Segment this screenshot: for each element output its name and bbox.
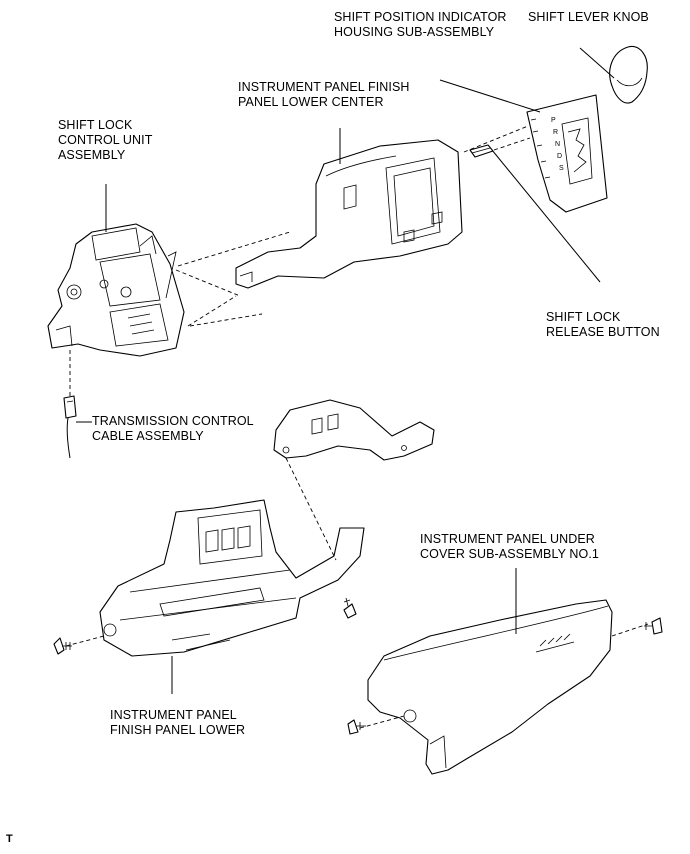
- leader-lines: [76, 47, 615, 694]
- upper-bracket-part: [273, 399, 435, 461]
- label-shift-lock-release-button: SHIFT LOCK RELEASE BUTTON: [546, 310, 660, 339]
- indicator-letter: N: [555, 141, 560, 148]
- screw-left: [53, 637, 72, 655]
- indicator-letters: P R N D S: [551, 117, 564, 172]
- label-shift-lever-knob: SHIFT LEVER KNOB: [528, 10, 649, 24]
- transmission-control-cable-part: [63, 395, 77, 459]
- shift-lever-knob-part: [609, 46, 648, 104]
- label-finish-panel-lower: INSTRUMENT PANEL FINISH PANEL LOWER: [110, 708, 246, 737]
- shift-lock-control-unit-part: [47, 223, 185, 357]
- screw-right: [644, 617, 663, 635]
- label-shift-lock-control-unit: SHIFT LOCK CONTROL UNIT ASSEMBLY: [58, 118, 153, 162]
- label-transmission-control-cable: TRANSMISSION CONTROL CABLE ASSEMBLY: [92, 414, 254, 443]
- indicator-letter: D: [557, 153, 562, 160]
- shift-lock-release-button-part: [469, 144, 494, 158]
- screw-bottom: [347, 719, 366, 735]
- shift-indicator-housing-part: [526, 94, 608, 213]
- indicator-letter: S: [559, 165, 564, 172]
- label-shift-position-indicator: SHIFT POSITION INDICATOR HOUSING SUB-ASS…: [334, 10, 507, 39]
- finish-panel-lower-part: [99, 499, 365, 657]
- indicator-letter: P: [551, 117, 556, 124]
- finish-panel-lower-center-part: [235, 139, 463, 289]
- label-under-cover-no1: INSTRUMENT PANEL UNDER COVER SUB-ASSEMBL…: [420, 532, 599, 561]
- label-finish-panel-lower-center: INSTRUMENT PANEL FINISH PANEL LOWER CENT…: [238, 80, 410, 109]
- under-cover-no1-part: [367, 599, 613, 775]
- screw-middle: [343, 597, 357, 619]
- assembly-lines: [65, 125, 649, 729]
- footer-mark: T: [6, 833, 13, 845]
- indicator-letter: R: [553, 129, 558, 136]
